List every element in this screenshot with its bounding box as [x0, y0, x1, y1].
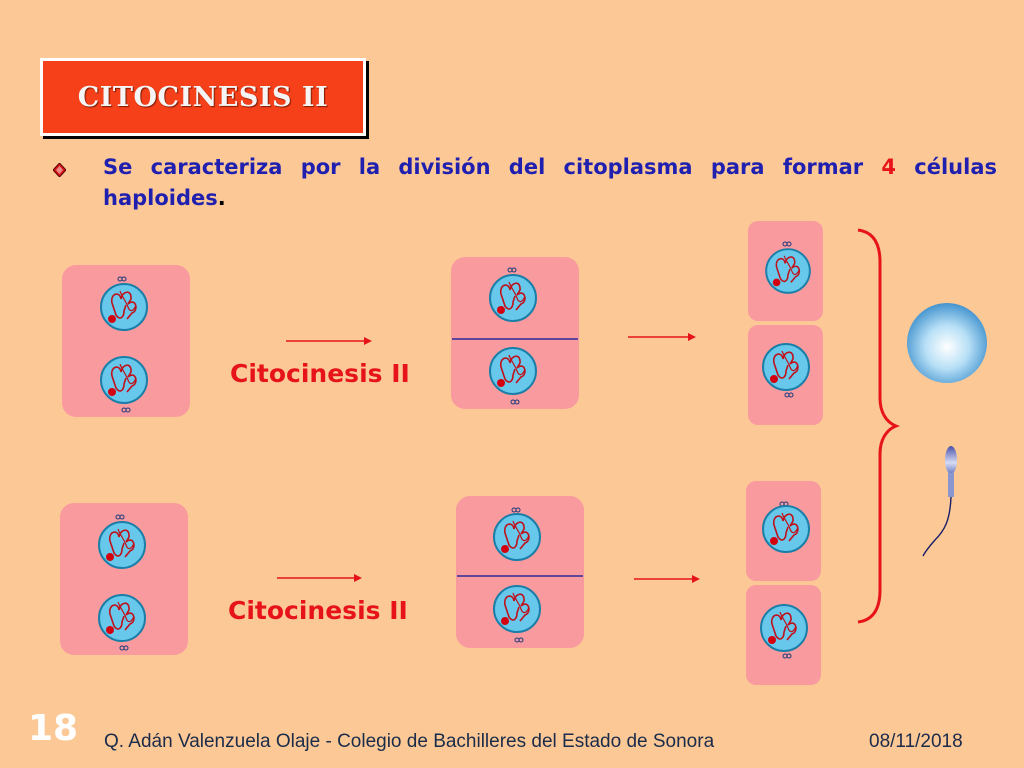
cell-haploid-1 [748, 221, 823, 321]
cell-bottom-dividing [456, 496, 584, 648]
cell-bottom-original [60, 503, 188, 655]
description-number: 4 [881, 155, 897, 179]
footer-author: Q. Adán Valenzuela Olaje - Colegio de Ba… [104, 731, 715, 752]
description-part-end: células haploides [103, 155, 997, 210]
cell-haploid-2 [748, 325, 823, 425]
cell-top-original [62, 265, 190, 417]
description-text: Se caracteriza por la división del citop… [103, 152, 997, 214]
title-box: CITOCINESIS II [40, 58, 366, 136]
cell-top-dividing [451, 257, 579, 409]
description-period: . [217, 186, 226, 210]
cell-haploid-3 [746, 481, 821, 581]
footer-date: 08/11/2018 [869, 731, 963, 752]
slide-title: CITOCINESIS II [77, 81, 329, 113]
ovum-icon [907, 303, 987, 383]
diamond-bullet-icon [53, 163, 66, 177]
description-part: Se caracteriza por la división del citop… [103, 155, 882, 179]
cell-haploid-4 [746, 585, 821, 685]
sperm-icon [922, 446, 957, 557]
slide-number: 18 [28, 708, 79, 749]
label-citocinesis-top: Citocinesis II [230, 359, 410, 388]
curly-brace [857, 228, 901, 624]
label-citocinesis-bottom: Citocinesis II [228, 596, 408, 625]
